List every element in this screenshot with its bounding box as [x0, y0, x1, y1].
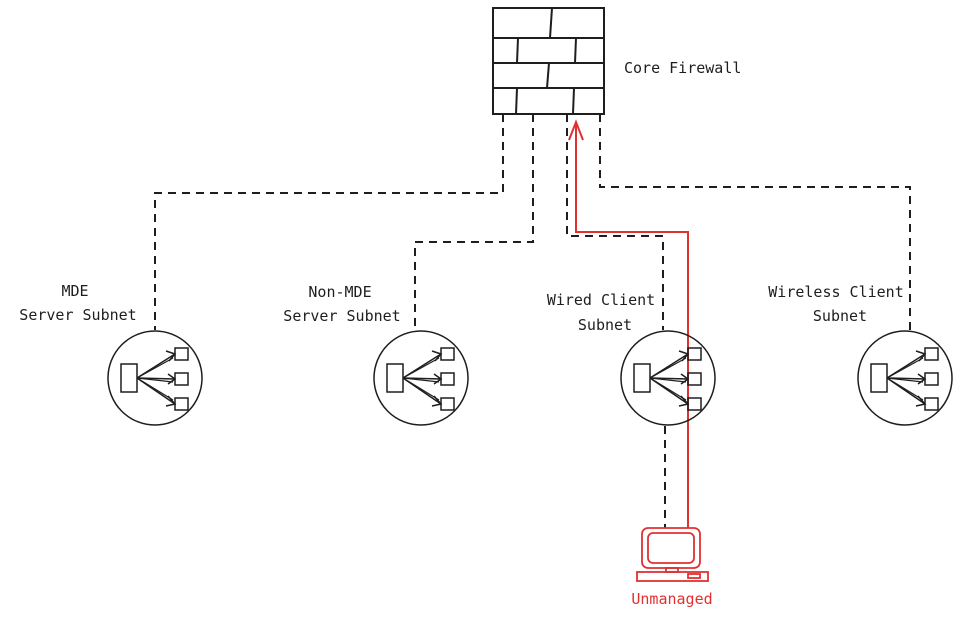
subnet-label-mde-1: MDE [61, 282, 88, 300]
subnet-label-non-mde-2: Server Subnet [283, 307, 400, 325]
link-wireless [599, 114, 911, 330]
subnet-label-non-mde-1: Non-MDE [308, 283, 371, 301]
switch-icon-wireless [857, 330, 953, 426]
connections [154, 114, 911, 528]
subnet-label-wired-1: Wired Client [547, 291, 655, 309]
subnet-label-mde-2: Server Subnet [19, 306, 136, 324]
subnet-label-wireless-1: Wireless Client [768, 283, 903, 301]
switch-icon-mde [107, 330, 203, 426]
switch-icon-wired [620, 330, 716, 426]
switch-icon-non-mde [373, 330, 469, 426]
computer-icon [636, 527, 709, 582]
subnet-label-wired-2: Subnet [578, 316, 632, 334]
link-mde [154, 114, 504, 330]
device-label: Unmanaged [631, 590, 712, 608]
subnet-label-wireless-2: Subnet [813, 307, 867, 325]
link-non-mde [414, 114, 534, 330]
firewall-brick-icon [492, 7, 605, 115]
link-wired [566, 114, 664, 330]
firewall-label: Core Firewall [624, 59, 741, 77]
